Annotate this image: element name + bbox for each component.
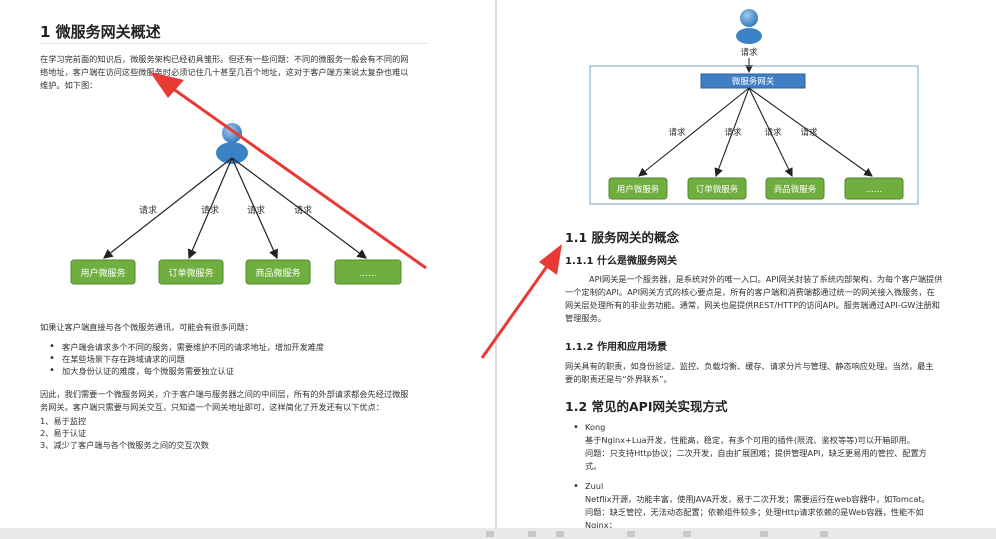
paragraph-line: 管理服务。 [565, 313, 606, 323]
edge-label: 请求 [201, 204, 219, 216]
service-box: ...... [334, 259, 402, 285]
list-item: 加大身份认证的难度，每个微服务需要独立认证 [42, 365, 462, 377]
impl-line: 基于Nginx+Lua开发，性能高，稳定，有多个可用的插件(限流、鉴权等等)可以… [585, 435, 915, 445]
paragraph-line: API网关是一个服务器，是系统对外的唯一入口。API网关封装了系统内部架构，为每… [589, 274, 943, 284]
problem-list: 客户端会请求多个不同的服务，需要维护不同的请求地址，增加开发难度 在某些场景下存… [42, 341, 462, 377]
gateway-boundary [589, 65, 919, 205]
list-item: Kong 基于Nginx+Lua开发，性能高，稳定，有多个可用的插件(限流、鉴权… [573, 421, 973, 473]
document-page-left: 1 微服务网关概述 在学习完前面的知识后，微服务架构已经初具雏形。但还有一些问题… [0, 0, 495, 530]
impl-line: 问题：只支持Http协议；二次开发，自由扩展困难；提供管理API，缺乏更易用的管… [585, 448, 927, 458]
intro-line: 维护。如下图： [40, 80, 98, 90]
service-label: ...... [359, 269, 376, 279]
request-edge [748, 87, 793, 177]
request-label: 请求 [740, 47, 758, 58]
edge-label: 请求 [724, 127, 742, 138]
edge-label: 请求 [294, 204, 312, 216]
service-box: 用户微服务 [608, 177, 668, 200]
service-label: 订单微服务 [168, 267, 213, 279]
service-label: 商品微服务 [255, 267, 300, 279]
scroll-marker [760, 531, 768, 537]
service-box: 订单微服务 [158, 259, 224, 285]
conclusion-line: 务网关。客户端只需要与网关交互，只知道一个网关地址即可，这样简化了开发还有以下优… [40, 402, 384, 412]
implementation-list: Kong 基于Nginx+Lua开发，性能高，稳定，有多个可用的插件(限流、鉴权… [573, 421, 973, 532]
edge-label: 请求 [800, 127, 818, 138]
conclusion-line: 因此，我们需要一个微服务网关，介于客户端与服务器之间的中间层，所有的外部请求都会… [40, 389, 409, 399]
impl-name: Zuul [585, 481, 604, 491]
scroll-marker [528, 531, 536, 537]
impl-name: Kong [585, 422, 606, 432]
request-edge [714, 87, 750, 178]
user-icon [216, 123, 248, 164]
edge-label: 请求 [139, 204, 157, 216]
scroll-marker [683, 531, 691, 537]
list-item: Zuul Netflix开源，功能丰富，使用JAVA开发，易于二次开发；需要运行… [573, 480, 973, 532]
service-box: ...... [844, 177, 904, 200]
bottom-scrollbar[interactable] [0, 528, 996, 539]
paragraph-line: 要的职责还是与“外界联系”。 [565, 374, 672, 384]
impl-line: 问题：缺乏管控，无法动态配置；依赖组件较多；处理Http请求依赖的是Web容器，… [585, 507, 924, 517]
service-box: 订单微服务 [687, 177, 747, 200]
paragraph-line: 网关层处理所有的非业务功能。通常，网关也是提供REST/HTTP的访问API。服… [565, 300, 940, 310]
conclusion-paragraph: 因此，我们需要一个微服务网关，介于客户端与服务器之间的中间层，所有的外部请求都会… [40, 388, 450, 414]
edge-label: 请求 [247, 204, 265, 216]
service-label: 订单微服务 [696, 184, 739, 195]
paragraph-line: 网关具有的职责，如身份验证、监控、负载均衡、缓存、请求分片与管理、静态响应处理。… [565, 361, 934, 371]
scroll-marker [627, 531, 635, 537]
request-edge [638, 87, 750, 177]
edge-label: 请求 [764, 127, 782, 138]
list-item: 客户端会请求多个不同的服务，需要维护不同的请求地址，增加开发难度 [42, 341, 462, 353]
intro-paragraph: 在学习完前面的知识后，微服务架构已经初具雏形。但还有一些问题：不同的微服务一般会… [40, 53, 440, 92]
intro-line: 络地址，客户端在访问这些微服务时必须记住几十甚至几百个地址，这对于客户端方来说太… [40, 67, 409, 77]
service-label: ...... [866, 185, 882, 195]
list-item: 在某些场景下存在跨域请求的问题 [42, 353, 462, 365]
title-divider [40, 43, 428, 44]
list-item: 3、减少了客户端与各个微服务之间的交互次数 [40, 440, 209, 450]
intro-line: 在学习完前面的知识后，微服务架构已经初具雏形。但还有一些问题：不同的微服务一般会… [40, 54, 409, 64]
list-item: 2、易于认证 [40, 428, 87, 438]
impl-line: Nginx； [585, 520, 617, 530]
list-item: 1、易于监控 [40, 416, 87, 426]
impl-line: 式。 [585, 461, 602, 471]
page-title: 1 微服务网关概述 [40, 23, 161, 41]
gateway-box: 微服务网关 [700, 73, 806, 89]
direct-access-diagram: 请求 请求 请求 请求 用户微服务 订单微服务 商品微服务 ...... [70, 123, 402, 285]
service-box: 用户微服务 [70, 259, 136, 285]
service-box: 商品微服务 [245, 259, 311, 285]
service-label: 用户微服务 [80, 267, 125, 279]
paragraph-line: 一个定制的API。API网关方式的核心要点是，所有的客户端和消费端都通过统一的网… [565, 287, 935, 297]
subsection-heading: 1.1.1 什么是微服务网关 [565, 256, 677, 267]
service-box: 商品微服务 [765, 177, 825, 200]
scroll-marker [556, 531, 564, 537]
user-icon [736, 9, 762, 44]
section-heading: 1.2 常见的API网关实现方式 [565, 399, 728, 414]
section-heading: 1.1 服务网关的概念 [565, 230, 679, 245]
service-label: 商品微服务 [774, 184, 817, 195]
problem-intro: 如果让客户端直接与各个微服务通讯，可能会有很多问题： [40, 322, 253, 332]
gateway-definition-paragraph: API网关是一个服务器，是系统对外的唯一入口。API网关封装了系统内部架构，为每… [565, 273, 965, 325]
scroll-marker [486, 531, 494, 537]
gateway-label: 微服务网关 [732, 76, 775, 87]
request-edge [748, 87, 873, 177]
subsection-heading: 1.1.2 作用和应用场景 [565, 342, 667, 353]
service-label: 用户微服务 [617, 184, 660, 195]
responsibility-paragraph: 网关具有的职责，如身份验证、监控、负载均衡、缓存、请求分片与管理、静态响应处理。… [565, 360, 965, 386]
scroll-marker [820, 531, 828, 537]
impl-line: Netflix开源，功能丰富，使用JAVA开发，易于二次开发；需要运行在web容… [585, 494, 930, 504]
advantage-list: 1、易于监控 2、易于认证 3、减少了客户端与各个微服务之间的交互次数 [40, 415, 209, 451]
edge-label: 请求 [668, 127, 686, 138]
gateway-diagram: 请求 微服务网关 请求 请求 请求 请求 用户微服务 订单微服务 商品微服务 .… [589, 9, 919, 205]
